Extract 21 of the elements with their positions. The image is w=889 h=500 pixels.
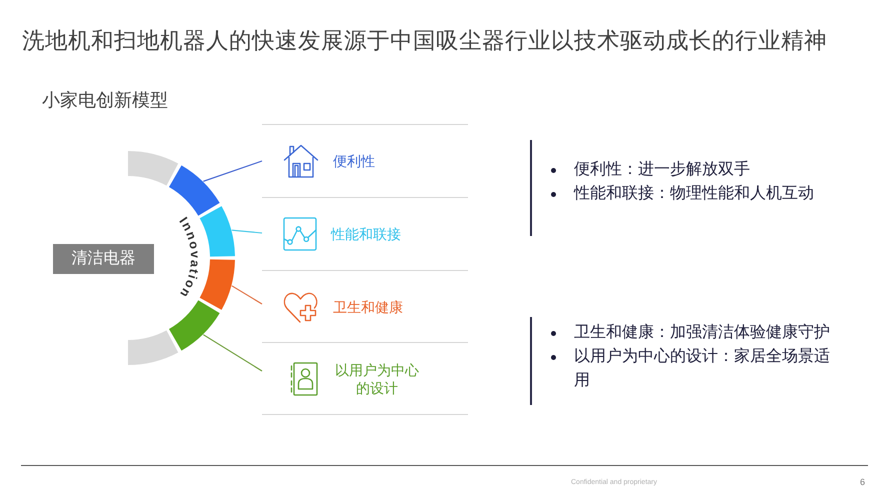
arc-segment: [199, 206, 235, 257]
bullet-text: 以用户为中心的设计：家居全场景适用: [574, 346, 831, 391]
arc-segment: [169, 300, 220, 351]
leader-line: [203, 160, 262, 182]
category-label: 便利性: [333, 152, 375, 170]
subtitle: 小家电创新模型: [42, 89, 168, 111]
bullet-text: 卫生和健康：加强清洁体验健康守护: [574, 322, 831, 343]
category-label: 性能和联接: [331, 225, 401, 243]
slide-title: 洗地机和扫地机器人的快速发展源于中国吸尘器行业以技术驱动成长的行业精神: [22, 27, 827, 55]
leader-line: [232, 230, 262, 234]
arc-segment: [169, 165, 220, 216]
category-label: 以用户为中心的设计: [334, 360, 420, 396]
leader-line: [232, 285, 262, 304]
page-number: 6: [860, 477, 866, 488]
bullet-text: 性能和联接：物理性能和人机互动: [574, 184, 815, 204]
arc-segment: [199, 259, 235, 310]
list-row: [262, 342, 468, 415]
leader-line: [203, 334, 262, 372]
highlight-box: 清洁电器: [53, 244, 154, 274]
bullet-text: 便利性：进一步解放双手: [574, 160, 751, 180]
category-label: 卫生和健康: [333, 298, 403, 316]
